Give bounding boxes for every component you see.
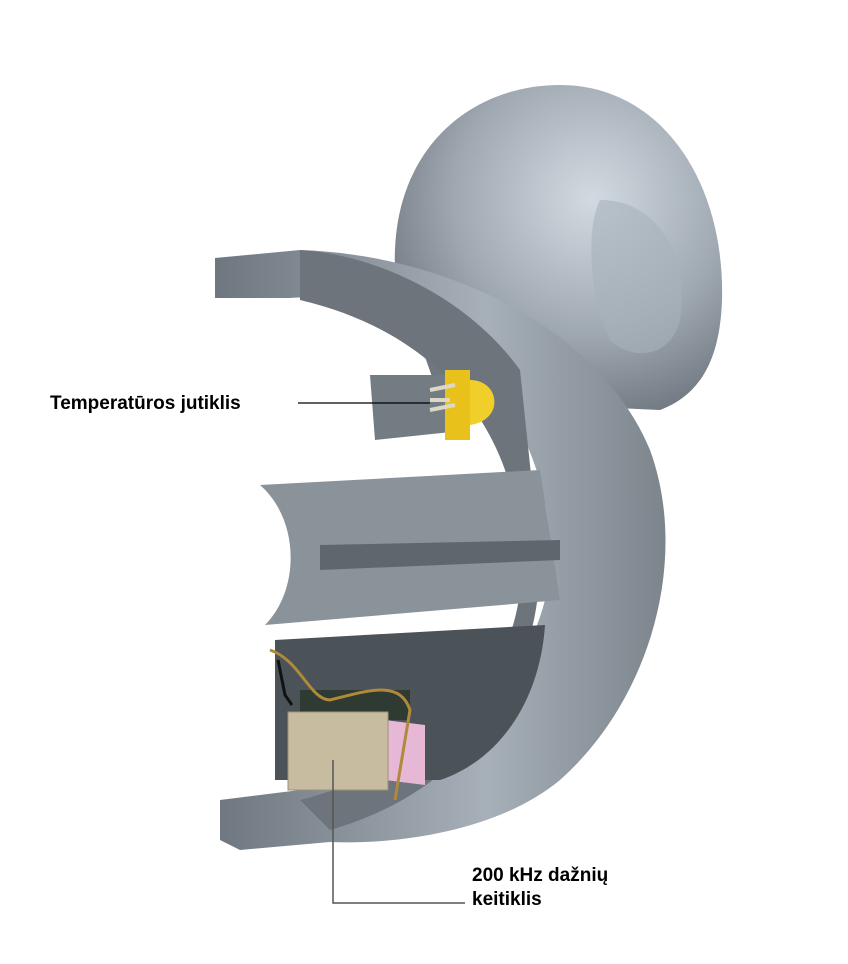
dome-groove <box>591 200 682 354</box>
transducer-leader <box>332 760 465 904</box>
temperature-sensor <box>429 370 495 440</box>
transducer-label-line2: keitiklis <box>472 889 542 910</box>
temperature-sensor-label: Temperatūros jutiklis <box>50 393 241 414</box>
outer-shell <box>215 250 666 850</box>
transducer-label-line1: 200 kHz dažnių <box>472 865 609 886</box>
transducer-element <box>269 648 425 801</box>
transducer-label: 200 kHz dažnių keitiklis <box>472 864 608 912</box>
middle-groove <box>320 540 560 570</box>
